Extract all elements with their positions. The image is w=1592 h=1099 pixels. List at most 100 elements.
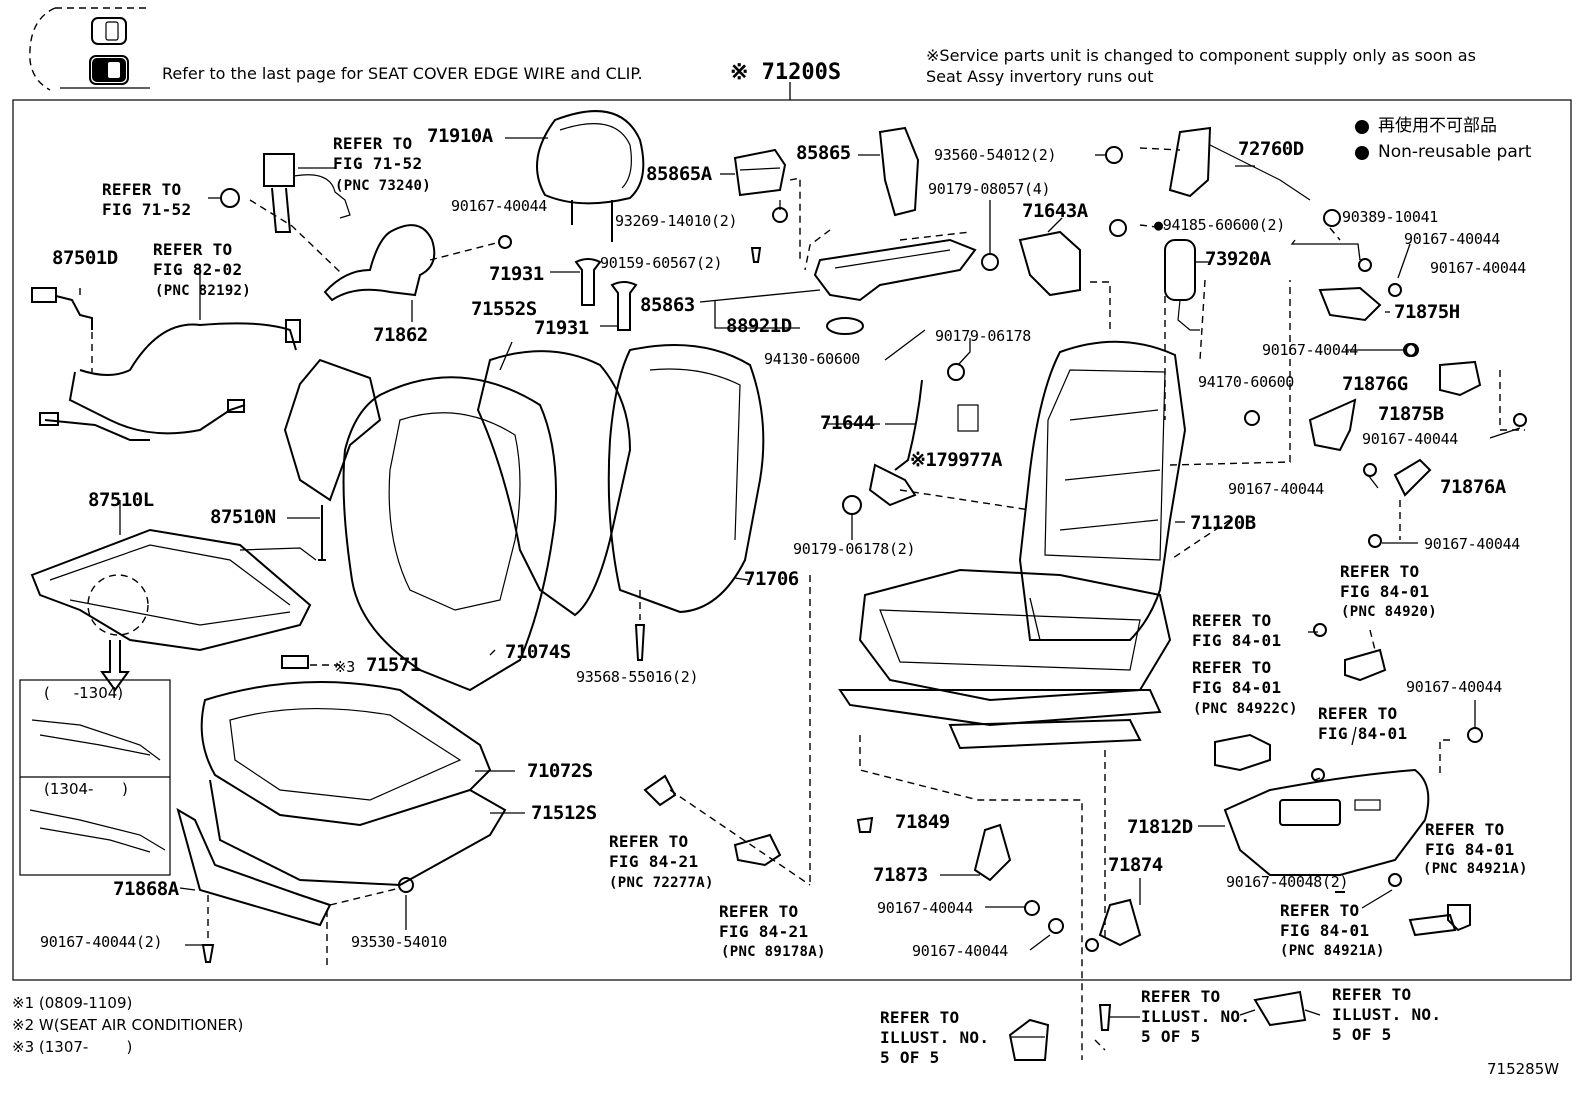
part-71876A: 71876A: [1440, 476, 1506, 498]
part-93530-54010: 93530-54010: [351, 933, 448, 951]
seat-back-board: [283, 358, 382, 561]
part-87501D: 87501D: [52, 247, 118, 269]
refer-illust-b[interactable]: REFER TO ILLUST. NO. 5 OF 5: [1141, 987, 1251, 1046]
refer-fig-84-01-b[interactable]: REFER TO FIG 84-01: [1192, 611, 1282, 650]
part-90159-60567: 90159-60567(2): [600, 254, 723, 272]
part-90167-40044-h: 90167-40044: [1406, 678, 1503, 696]
part-90167-40044-b: 90167-40044: [1404, 230, 1501, 248]
refer-fig-71-52-top[interactable]: REFER TO FIG 71-52: [333, 134, 423, 173]
part-90167-40044-i: 90167-40044: [877, 899, 974, 917]
part-90179-06178: 90179-06178: [935, 327, 1032, 345]
part-90179-06178-2: 90179-06178(2): [793, 540, 916, 558]
fasteners: [498, 154, 1521, 1038]
part-90167-40044-f: 90167-40044: [1228, 480, 1325, 498]
part-85863: 85863: [640, 294, 695, 316]
refer-fig-82-02[interactable]: REFER TO FIG 82-02: [153, 240, 243, 279]
part-71120B: 71120B: [1190, 512, 1256, 534]
part-90389-10041: 90389-10041: [1342, 208, 1439, 226]
footer-illustrations: [1008, 990, 1307, 1061]
inset-label-bottom: (1304- ): [44, 780, 128, 798]
part-71849: 71849: [895, 811, 950, 833]
recliner-parts: [720, 126, 920, 260]
part-71876G: 71876G: [1342, 373, 1408, 395]
part-71643A: 71643A: [1022, 200, 1088, 222]
refer-fig-84-01-c-pnc: (PNC 84922C): [1193, 701, 1298, 717]
slide-track: [699, 229, 977, 335]
refer-fig-84-01-a[interactable]: REFER TO FIG 84-01: [1340, 562, 1430, 601]
part-88921D: 88921D: [726, 315, 792, 337]
diagram-frame: [12, 99, 1572, 981]
seat-back-pad: [476, 341, 632, 617]
refer-illust-c[interactable]: REFER TO ILLUST. NO. 5 OF 5: [1332, 985, 1442, 1044]
legend-en: Non-reusable part: [1378, 142, 1532, 162]
part-71074S: 71074S: [505, 641, 571, 663]
refer-fig-84-21-a[interactable]: REFER TO FIG 84-21: [609, 832, 699, 871]
headrest: [505, 110, 645, 242]
part-90179-08057: 90179-08057(4): [928, 180, 1051, 198]
part-90167-40044-k: 90167-40044(2): [40, 933, 163, 951]
refer-illust-a[interactable]: REFER TO ILLUST. NO. 5 OF 5: [880, 1008, 990, 1067]
legend-bullet-icon: [1355, 120, 1369, 134]
assy-part-number: ※ 71200S: [730, 60, 842, 85]
refer-fig-84-01-d[interactable]: REFER TO FIG 84-01: [1318, 704, 1408, 743]
part-72760D: 72760D: [1238, 138, 1304, 160]
seat-back-cover: [342, 376, 557, 692]
clip-symbol-icon: [29, 7, 150, 91]
part-90167-40044-c: 90167-40044: [1430, 259, 1527, 277]
part-71862: 71862: [373, 324, 428, 346]
inset-boxes: [19, 679, 171, 876]
lumbar-bracket: [981, 200, 1111, 330]
service-note-line1: ※Service parts unit is changed to compon…: [926, 46, 1476, 65]
side-cover: [1198, 700, 1483, 887]
sensor-wire: [842, 338, 1031, 540]
part-90167-40044-j: 90167-40044: [912, 942, 1009, 960]
part-90167-40044-g: 90167-40044: [1424, 535, 1521, 553]
service-note-line2: Seat Assy invertory runs out: [926, 67, 1154, 86]
part-71512S: 71512S: [531, 802, 597, 824]
part-71931-a: 71931: [489, 263, 544, 285]
refer-fig-84-01-c[interactable]: REFER TO FIG 84-01: [1192, 658, 1282, 697]
part-94130-60600: 94130-60600: [764, 350, 861, 368]
part-71875B: 71875B: [1378, 403, 1444, 425]
lower-brackets: [643, 575, 1142, 1060]
refer-fig-71-52-left[interactable]: REFER TO FIG 71-52: [102, 180, 192, 219]
refer-fig-71-52-top-pnc: (PNC 73240): [335, 178, 432, 194]
front-trim: [176, 807, 414, 970]
seatbelt-bracket: [208, 153, 501, 322]
part-85865A: 85865A: [646, 163, 712, 185]
part-94170-60600: 94170-60600: [1198, 373, 1295, 391]
part-93568-55016: 93568-55016(2): [576, 668, 699, 686]
refer-fig-84-21-b-pnc: (PNC 89178A): [721, 944, 826, 960]
part-71072S: 71072S: [527, 760, 593, 782]
headrest-guides: [550, 247, 762, 331]
switch-parts: [1214, 623, 1471, 937]
refer-fig-84-21-a-pnc: (PNC 72277A): [609, 875, 714, 891]
part-71910A: 71910A: [427, 125, 493, 147]
part-71875H: 71875H: [1394, 301, 1460, 323]
part-93560-54012: 93560-54012(2): [934, 146, 1057, 164]
refer-fig-84-01-e[interactable]: REFER TO FIG 84-01: [1425, 820, 1515, 859]
part-87510L: 87510L: [88, 489, 154, 511]
part-71812D: 71812D: [1127, 816, 1193, 838]
footnote-2: ※2 W(SEAT AIR CONDITIONER): [12, 1016, 244, 1034]
refer-fig-84-01-f[interactable]: REFER TO FIG 84-01: [1280, 901, 1370, 940]
part-73920A: 73920A: [1205, 248, 1271, 270]
footnote-3: ※3 (1307- ): [12, 1038, 133, 1056]
wire-harness: [31, 266, 301, 441]
figure-id: 715285W: [1487, 1060, 1560, 1078]
part-87510N: 87510N: [210, 506, 276, 528]
refer-fig-84-01-a-pnc: (PNC 84920): [1341, 604, 1438, 620]
part-179977A: ※179977A: [910, 449, 1003, 471]
part-93269-14010: 93269-14010(2): [615, 212, 738, 230]
part-71571: 71571: [366, 654, 421, 676]
seat-frame: [838, 280, 1291, 750]
part-90167-40044-d: 90167-40044: [1262, 341, 1359, 359]
refer-fig-82-02-pnc: (PNC 82192): [155, 283, 252, 299]
part-94185-60600: ●94185-60600(2): [1154, 216, 1285, 234]
part-90167-40044-e: 90167-40044: [1362, 430, 1459, 448]
part-85865: 85865: [796, 142, 851, 164]
refer-fig-84-21-b[interactable]: REFER TO FIG 84-21: [719, 902, 809, 941]
seat-cushion: [200, 681, 525, 887]
